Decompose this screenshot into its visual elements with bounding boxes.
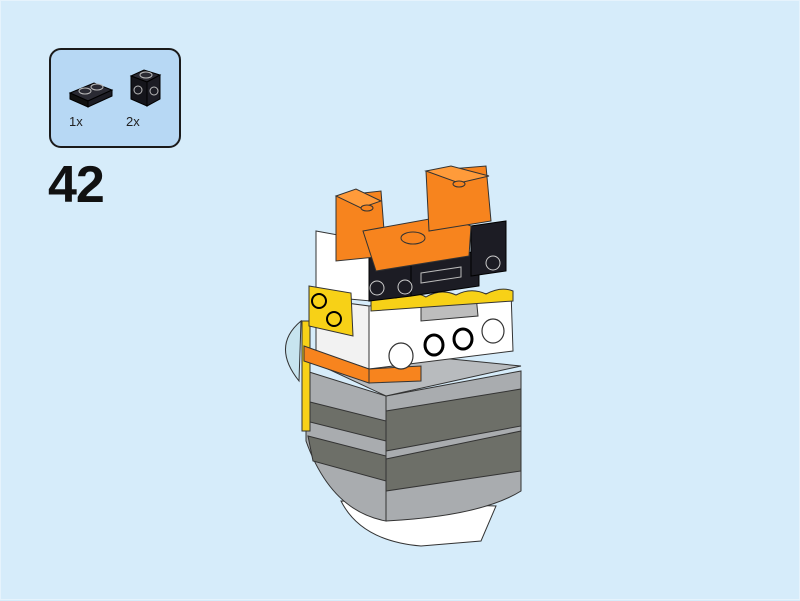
parts-callout: 1x 2x — [49, 48, 181, 148]
part-quantity: 1x — [69, 114, 83, 129]
part-quantity: 2x — [126, 114, 140, 129]
plate-1x2-icon — [68, 82, 114, 108]
brick-1x1-side-studs-icon — [129, 69, 162, 107]
step-number: 42 — [48, 156, 105, 214]
